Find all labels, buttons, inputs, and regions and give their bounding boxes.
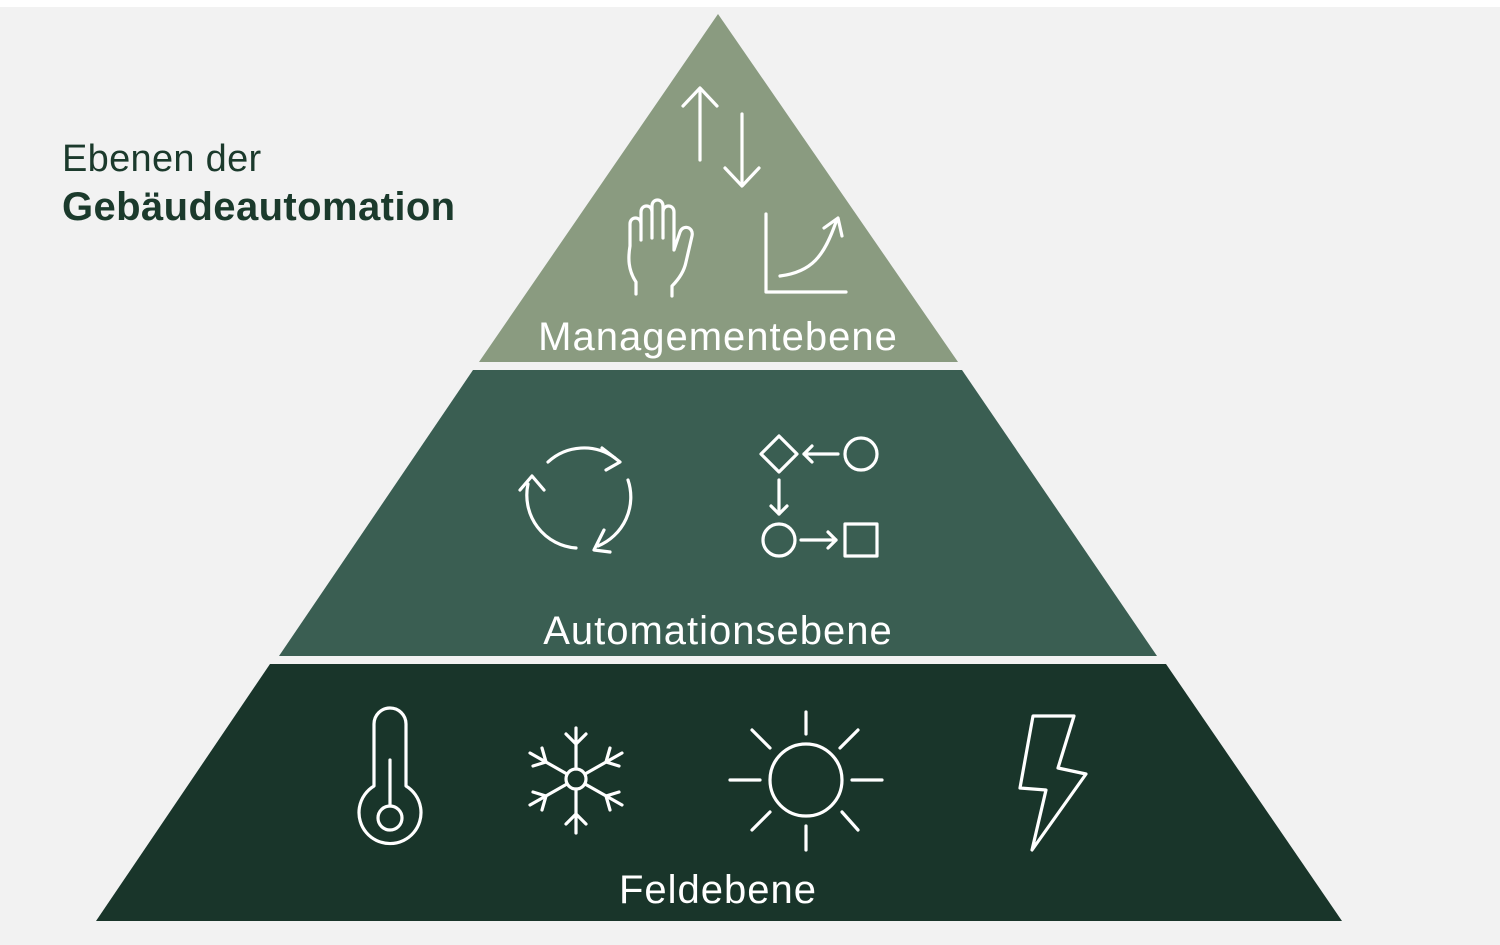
automation-level-shape xyxy=(279,370,1157,656)
up-down-arrows-icon xyxy=(681,86,761,188)
cycle-arrows-icon xyxy=(518,446,633,554)
management-level-label: Managementebene xyxy=(538,315,898,359)
process-flow-icon xyxy=(759,434,879,558)
snowflake-icon xyxy=(528,726,624,835)
management-level-shape xyxy=(479,14,958,362)
growth-chart-icon xyxy=(764,212,848,294)
field-level-label: Feldebene xyxy=(619,868,817,912)
automation-level-label: Automationsebene xyxy=(543,609,893,653)
sun-icon xyxy=(728,710,884,852)
lightning-icon xyxy=(1018,714,1088,852)
heading-line-2: Gebäudeautomation xyxy=(62,185,456,229)
pyramid-level-management: Managementebene xyxy=(479,14,958,362)
diagram-heading: Ebenen der Gebäudeautomation xyxy=(62,136,456,232)
hand-icon xyxy=(627,198,694,298)
pyramid-level-automation: Automationsebene xyxy=(279,370,1157,656)
heading-line-1: Ebenen der xyxy=(62,138,262,180)
pyramid-level-field: Feldebene xyxy=(96,664,1342,921)
thermometer-icon xyxy=(357,706,423,846)
